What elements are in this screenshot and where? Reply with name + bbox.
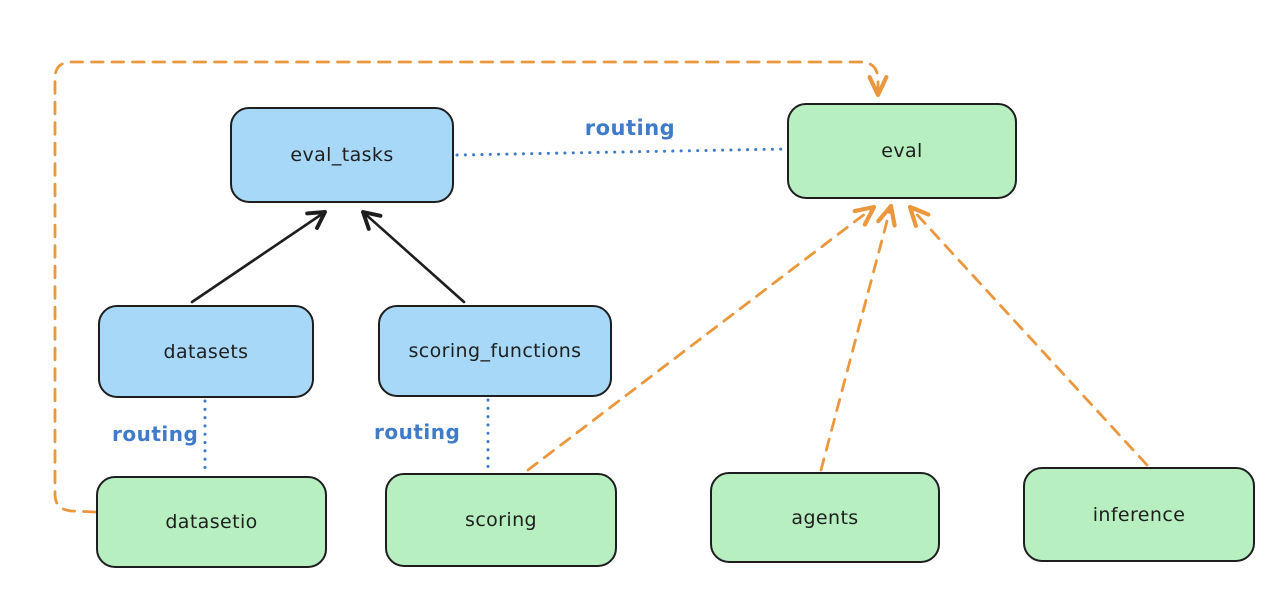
node-datasetio-label: datasetio	[165, 511, 258, 533]
node-agents-label: agents	[791, 506, 859, 529]
edge-eval-tasks-to-eval-routing	[455, 147, 787, 157]
node-inference: inference	[1023, 467, 1255, 562]
node-agents: agents	[710, 472, 940, 563]
node-scoring-label: scoring	[465, 509, 537, 531]
edge-label-routing-datasets-datasetio: routing	[112, 422, 199, 446]
edge-scoring-functions-to-eval-tasks	[361, 210, 466, 304]
edge-agents-to-eval	[819, 203, 897, 472]
node-eval: eval	[787, 103, 1017, 199]
node-eval-label: eval	[881, 140, 923, 162]
node-inference-label: inference	[1092, 503, 1186, 526]
edge-label-routing-eval-tasks-eval: routing	[584, 116, 676, 140]
node-scoring-functions: scoring_functions	[378, 305, 612, 397]
edge-inference-to-eval	[907, 204, 1149, 467]
node-datasets-label: datasets	[163, 340, 249, 363]
node-eval-tasks: eval_tasks	[230, 107, 454, 203]
node-datasets: datasets	[98, 305, 314, 398]
node-scoring: scoring	[385, 473, 617, 567]
edge-datasets-to-eval-tasks	[190, 210, 327, 304]
edge-label-routing-scoring-functions-scoring: routing	[374, 420, 461, 444]
node-scoring-functions-label: scoring_functions	[408, 340, 582, 362]
node-datasetio: datasetio	[96, 476, 327, 568]
node-eval-tasks-label: eval_tasks	[290, 144, 394, 166]
